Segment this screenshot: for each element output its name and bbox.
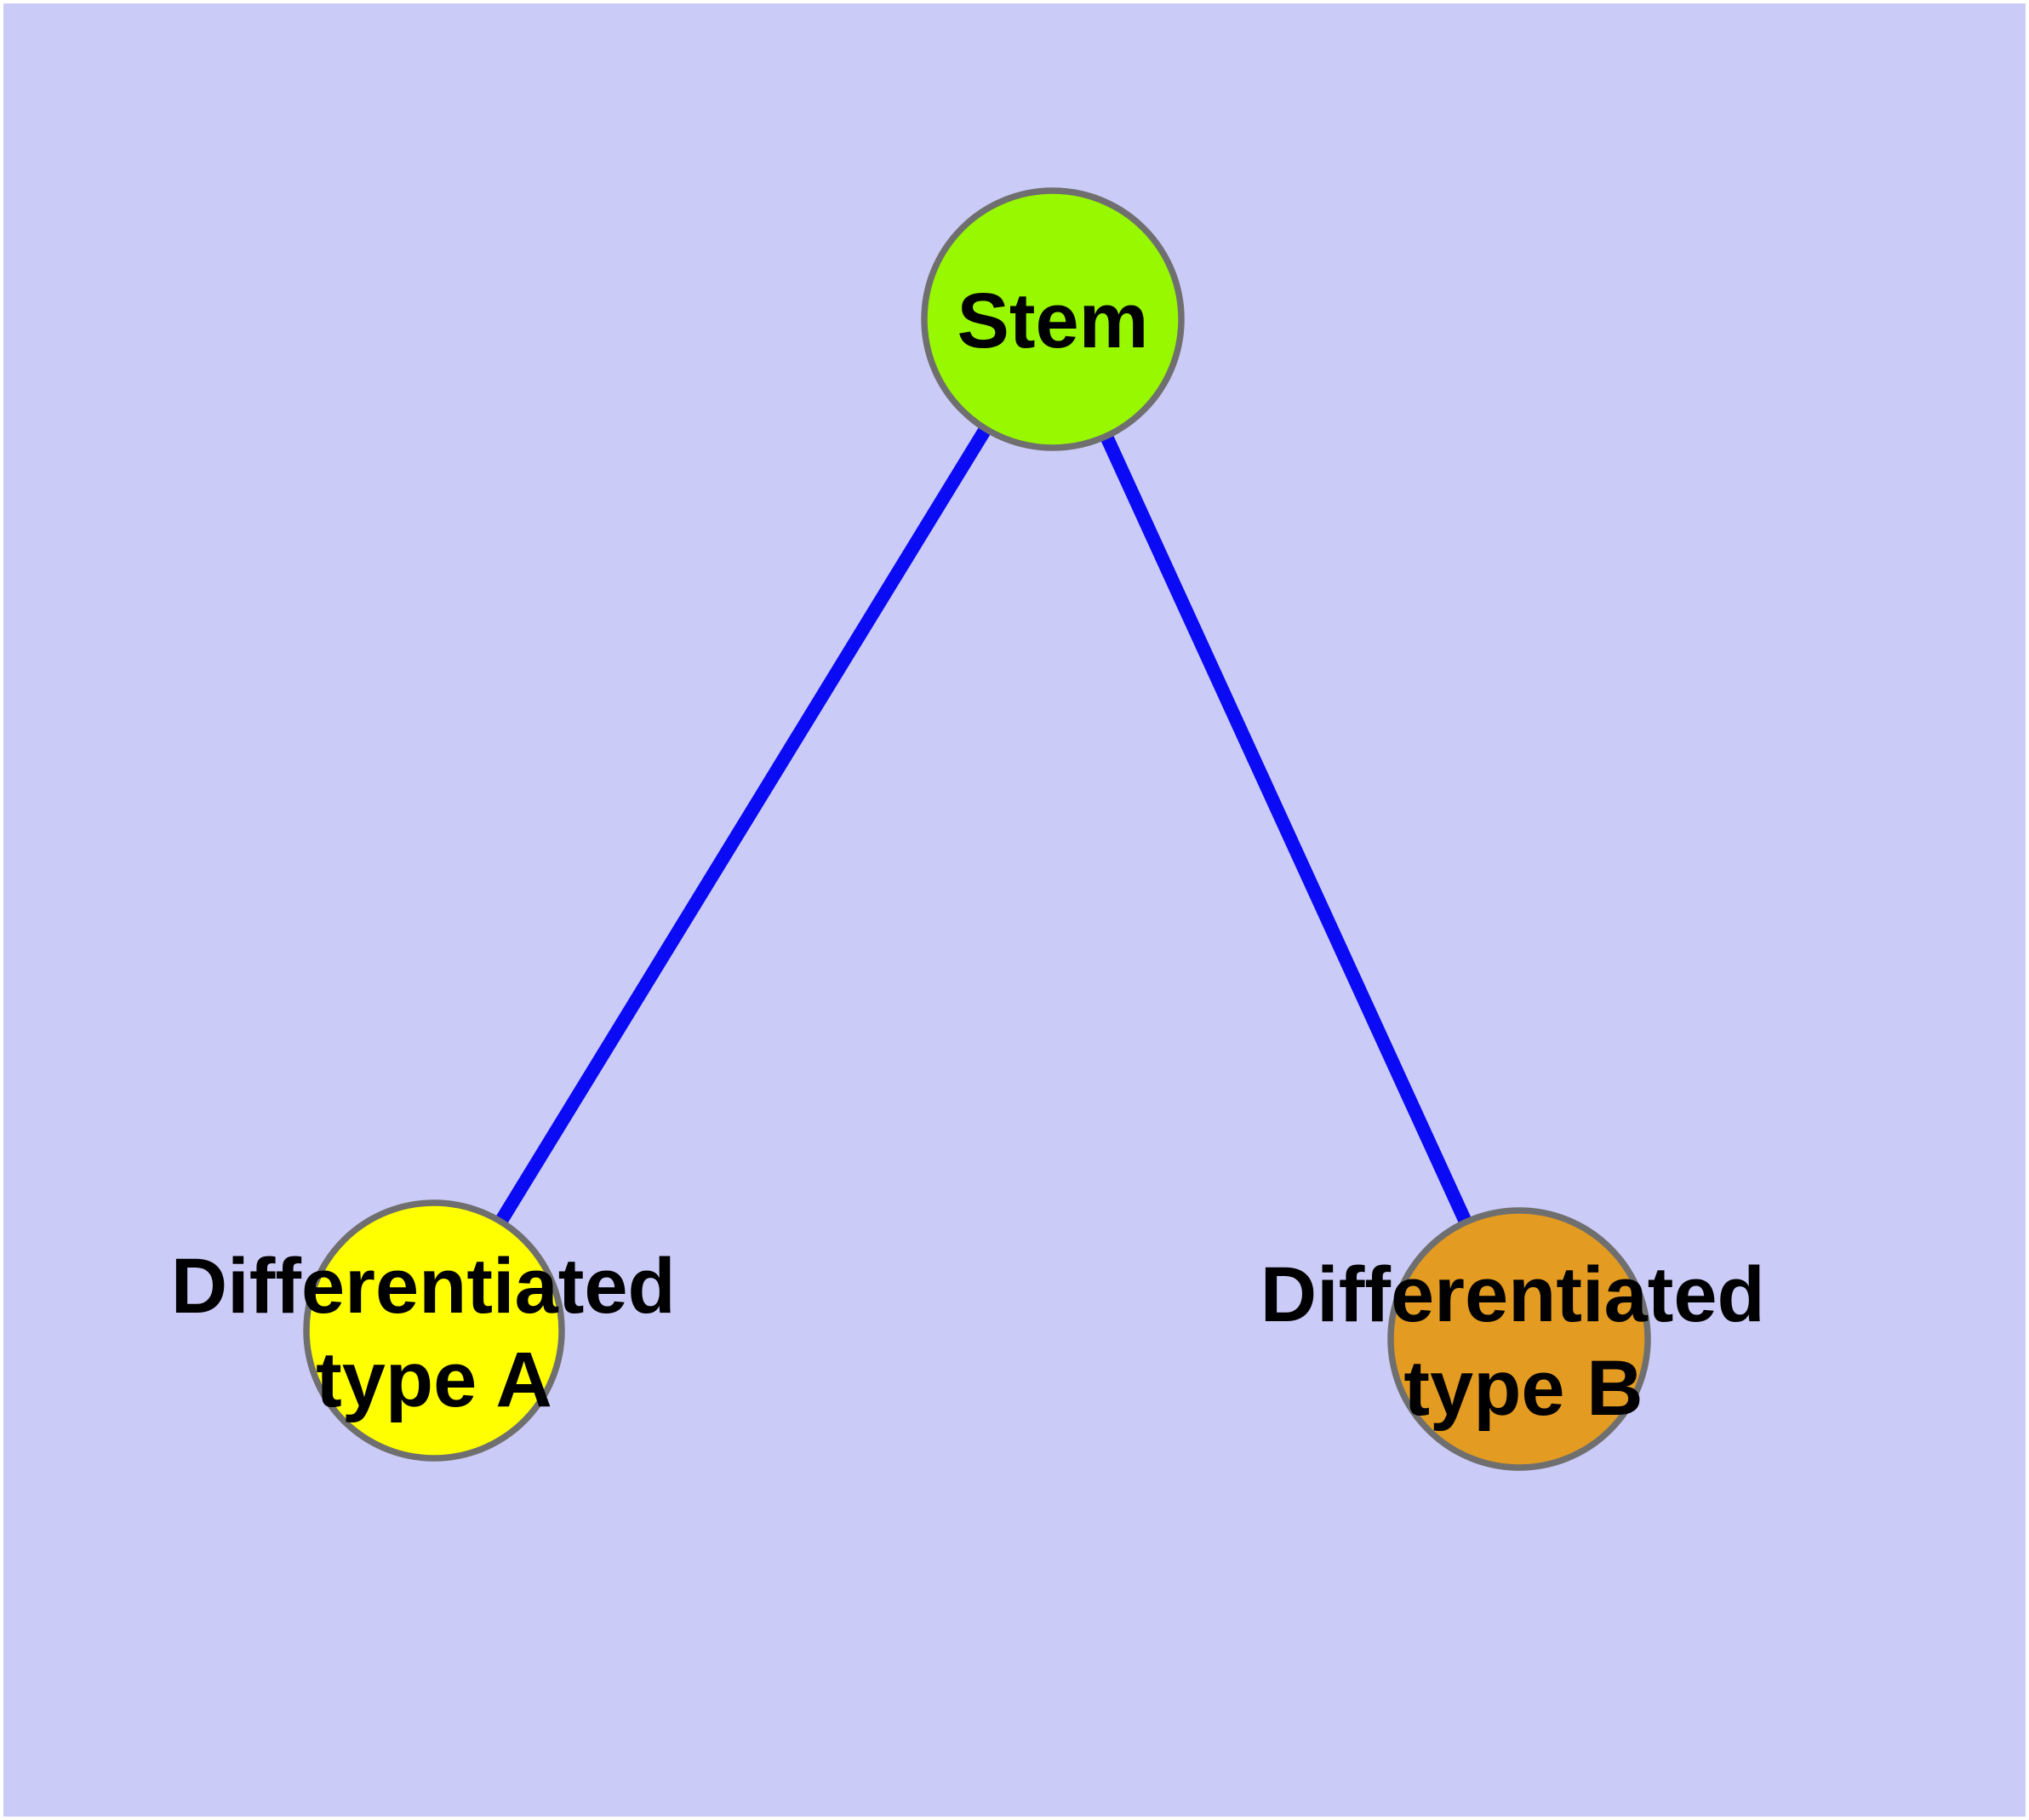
node-differentiated-type-b-circle[interactable] <box>1387 1207 1651 1471</box>
edge-stem-to-differentiated-type-b <box>1046 316 1526 1342</box>
node-differentiated-type-a-label: Differentiated type A <box>171 1243 698 1423</box>
edge-stem-to-differentiated-type-a <box>428 315 1059 1335</box>
node-differentiated-type-b-label-line1: Differentiated <box>1260 1251 1765 1338</box>
node-differentiated-type-a-label-line1: Differentiated <box>171 1243 676 1330</box>
node-differentiated-type-a-label-line2: type A <box>316 1336 552 1423</box>
node-differentiated-type-b-label-line2: type B <box>1403 1345 1643 1432</box>
node-differentiated-type-b-label: Differentiated type B <box>1260 1251 1787 1432</box>
node-differentiated-type-a-circle[interactable] <box>303 1199 565 1462</box>
node-stem-circle[interactable] <box>921 187 1185 451</box>
node-stem-label: Stem <box>957 278 1149 364</box>
